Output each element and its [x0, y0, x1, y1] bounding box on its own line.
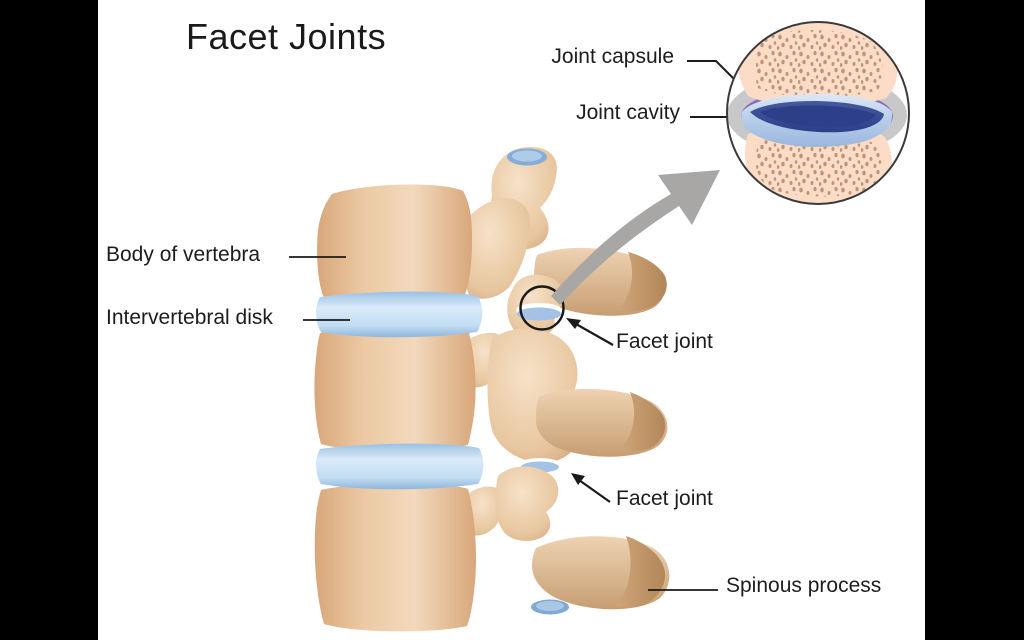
- pedicle-upper: [460, 198, 530, 299]
- facet-joint-lower-arrowhead: [571, 473, 585, 485]
- spine-illustration: [314, 146, 670, 632]
- facet-joint-upper-arrow-line: [575, 323, 614, 346]
- letterbox-right: [925, 0, 1024, 640]
- magnify-arrow: [551, 170, 720, 305]
- label-joint-capsule: Joint capsule: [551, 45, 674, 68]
- facet-joint-upper-surface: [517, 307, 561, 321]
- pedicle-lower: [466, 486, 504, 536]
- label-facet-joint-lower: Facet joint: [616, 487, 713, 510]
- diagram-title: Facet Joints: [186, 16, 387, 57]
- letterbox-left: [0, 0, 98, 640]
- facet-joint-upper-arrowhead: [566, 318, 581, 329]
- label-joint-cavity: Joint cavity: [576, 101, 680, 124]
- superior-facet-surface-inner: [512, 150, 542, 162]
- inset-outline-circle: [726, 21, 910, 205]
- vertebra-body-2: [314, 326, 476, 451]
- facet-joint-magnifier-circle: [519, 285, 565, 331]
- inset-bone-lower-stipple: [755, 134, 882, 197]
- label-spinous-process: Spinous process: [726, 574, 882, 597]
- vertebra-body-1: [317, 184, 472, 304]
- label-facet-joint-upper: Facet joint: [616, 330, 713, 353]
- transverse-process-upper-tip: [618, 252, 667, 312]
- inset-bone-upper-stipple: [754, 30, 883, 98]
- diagram-canvas: Facet Joints Joint capsule Joint cavity …: [98, 0, 925, 640]
- inferior-facet-surface-inner: [536, 601, 564, 611]
- label-body-of-vertebra: Body of vertebra: [106, 243, 261, 266]
- intervertebral-disk-2: [316, 443, 484, 490]
- intervertebral-disk-1: [316, 291, 483, 338]
- spinous-process-middle-tip: [620, 392, 666, 452]
- inset-joint-cavity-core: [760, 105, 876, 128]
- vertebra-body-3: [314, 483, 476, 632]
- articular-knob-lower: [495, 466, 559, 541]
- intervertebral-disks: [316, 291, 484, 490]
- facet-joint-lower-arrow-line: [578, 479, 611, 503]
- inset-joint-detail: [726, 21, 910, 205]
- label-intervertebral-disk: Intervertebral disk: [106, 306, 273, 329]
- vertebral-bodies: [314, 184, 476, 632]
- diagram-illustration: [289, 21, 910, 632]
